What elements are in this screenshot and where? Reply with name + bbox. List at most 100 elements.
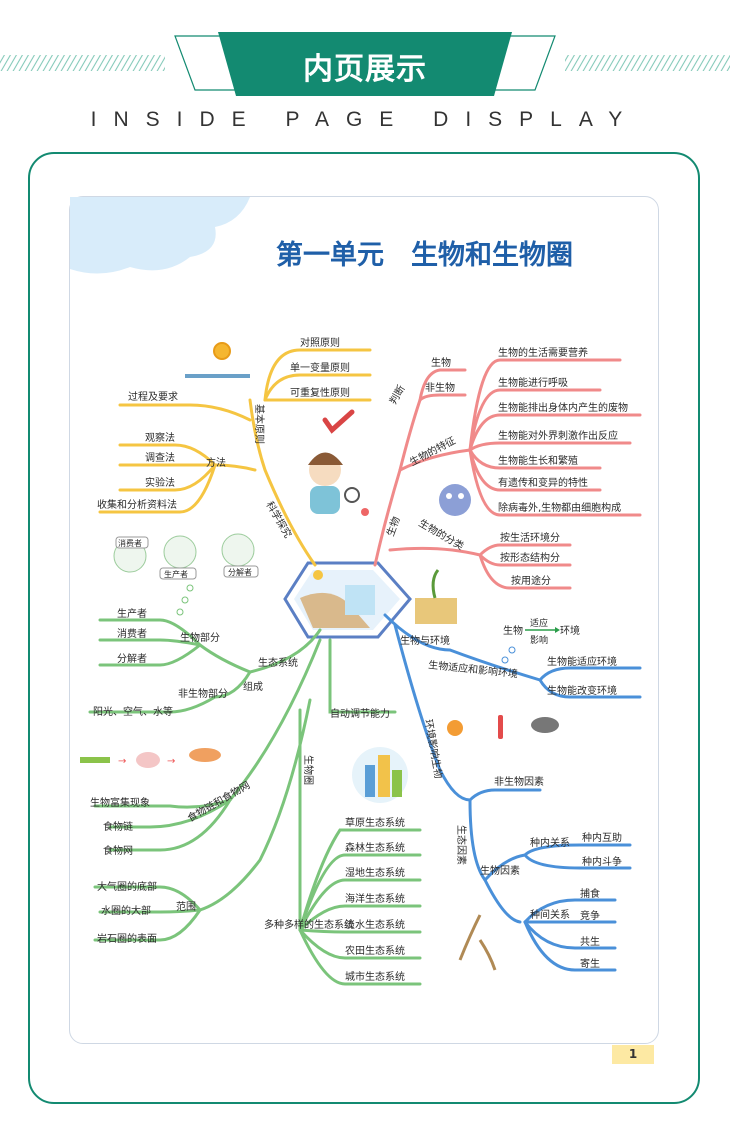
- page-header-subtitle: INSIDE PAGE DISPLAY: [90, 108, 640, 131]
- page-header-title: 内页展示: [303, 52, 427, 87]
- yellow-branch-lines: [98, 348, 372, 567]
- right-hatch-decoration: [565, 55, 730, 71]
- adapt-2: 生物能改变环境: [547, 684, 617, 697]
- diverse-5: 淡水生态系统: [345, 918, 405, 931]
- svg-text:→: →: [118, 756, 126, 767]
- organism-badges: 消费者 生产者 分解者: [113, 533, 259, 580]
- judge-living: 生物: [431, 356, 451, 369]
- features-label: 生物的特征: [407, 434, 457, 469]
- bio-1: 生产者: [117, 607, 147, 620]
- feature-2: 生物能进行呼吸: [498, 376, 568, 389]
- root-illustration: [458, 914, 497, 971]
- diverse-1: 草原生态系统: [345, 816, 405, 829]
- header-banner: [0, 32, 730, 96]
- env-root-label: 生物与环境: [400, 634, 450, 647]
- pink-branch-lines: [373, 358, 642, 590]
- abio-label: 非生物部分: [178, 687, 228, 700]
- factor-root-label: 环境影响生物: [422, 718, 445, 779]
- weather-icons: [447, 715, 559, 739]
- badge-consumer: 消费者: [118, 538, 142, 548]
- cloud-decoration: [70, 197, 250, 274]
- ruler-decoration: [185, 374, 250, 378]
- diverse-6: 农田生态系统: [345, 944, 405, 957]
- process-label: 过程及要求: [128, 390, 178, 403]
- intra-2: 种内斗争: [582, 855, 622, 868]
- green-branch-lines: [88, 618, 422, 986]
- feature-6: 有遗传和变异的特性: [498, 476, 588, 489]
- page-number: 1: [612, 1045, 654, 1064]
- principle-3: 可重复性原则: [290, 386, 350, 399]
- classify-1: 按生活环境分: [500, 531, 560, 544]
- feature-5: 生物能生长和繁殖: [498, 454, 578, 467]
- feature-1: 生物的生活需要营养: [498, 346, 588, 359]
- diverse-3: 湿地生态系统: [345, 866, 405, 879]
- factors-label: 生态因素: [455, 825, 468, 865]
- diverse-7: 城市生态系统: [345, 970, 405, 983]
- green-branch-text: 生产者 消费者 分解者 生物部分 生态系统 组成 非生物部分 阳光、空气、水等 …: [90, 607, 405, 983]
- food-3: 食物网: [103, 844, 133, 857]
- principle-1: 对照原则: [300, 336, 340, 349]
- auto-label: 自动调节能力: [330, 707, 390, 720]
- eco-label: 生态系统: [258, 656, 298, 669]
- range-label: 范围: [176, 900, 196, 913]
- abio-items: 阳光、空气、水等: [93, 705, 173, 718]
- method-2: 调查法: [145, 451, 175, 464]
- range-1: 大气圈的底部: [97, 880, 157, 893]
- feature-3: 生物能排出身体内产生的废物: [498, 401, 628, 414]
- title-ribbon: [218, 32, 512, 96]
- food-chain-illustration: → →: [80, 748, 221, 768]
- method-4: 收集和分析资料法: [97, 498, 177, 511]
- range-3: 岩石圈的表面: [97, 932, 157, 945]
- scientist-illustration: [308, 452, 369, 516]
- sun-icon: [213, 342, 231, 360]
- food-1: 生物富集现象: [90, 796, 150, 809]
- center-hexagon: [283, 561, 412, 639]
- bio-label: 生物部分: [180, 631, 220, 644]
- badge-decomposer: 分解者: [228, 567, 252, 577]
- principle-2: 单一变量原则: [290, 361, 350, 374]
- inter-4: 寄生: [580, 957, 600, 970]
- intra-1: 种内互助: [582, 831, 622, 844]
- virus-illustration: [439, 484, 471, 516]
- diverse-label: 多种多样的生态系统: [264, 918, 354, 931]
- food-2: 食物链: [103, 820, 133, 833]
- city-illustration: [352, 747, 408, 803]
- inter-label: 种间关系: [530, 908, 570, 921]
- classify-2: 按形态结构分: [500, 551, 560, 564]
- svg-text:→: →: [167, 756, 175, 767]
- inter-2: 竞争: [580, 909, 600, 922]
- judge-nonliving: 非生物: [425, 381, 455, 394]
- inter-1: 捕食: [580, 887, 600, 900]
- judge-label: 判断: [386, 383, 407, 407]
- principles-label: 基本原则: [253, 404, 266, 444]
- method-1: 观察法: [145, 431, 175, 444]
- method-3: 实验法: [145, 476, 175, 489]
- intra-label: 种内关系: [530, 836, 570, 849]
- diagram-right: 环境: [560, 624, 580, 637]
- diagram-left: 生物: [503, 624, 523, 637]
- bubbles-decoration: [176, 584, 516, 664]
- adapt-1: 生物能适应环境: [547, 655, 617, 668]
- display-frame: [28, 152, 700, 1104]
- check-mark-icon: [322, 409, 355, 434]
- classify-3: 按用途分: [511, 574, 551, 587]
- diagram-bottom: 影响: [530, 634, 548, 646]
- left-hatch-decoration: [0, 55, 165, 71]
- diagram-top: 适应: [530, 617, 548, 629]
- biosphere-label: 生物圈: [302, 755, 315, 785]
- bio-2: 消费者: [117, 627, 147, 640]
- unit-title: 第一单元 生物和生物圈: [276, 240, 573, 271]
- methods-label: 方法: [206, 456, 226, 469]
- plant-sprout-illustration: [415, 569, 457, 624]
- bio-3: 分解者: [117, 652, 147, 665]
- biotic-label: 生物因素: [480, 864, 520, 877]
- abiotic-label: 非生物因素: [494, 775, 544, 788]
- range-2: 水圈的大部: [101, 904, 151, 917]
- feature-4: 生物能对外界刺激作出反应: [498, 429, 618, 442]
- blue-branch-lines: [383, 613, 642, 972]
- adapt-diagram-arrows: [525, 627, 560, 633]
- diverse-4: 海洋生态系统: [345, 892, 405, 905]
- diverse-2: 森林生态系统: [345, 841, 405, 854]
- adapt-label: 生物适应和影响环境: [428, 658, 519, 680]
